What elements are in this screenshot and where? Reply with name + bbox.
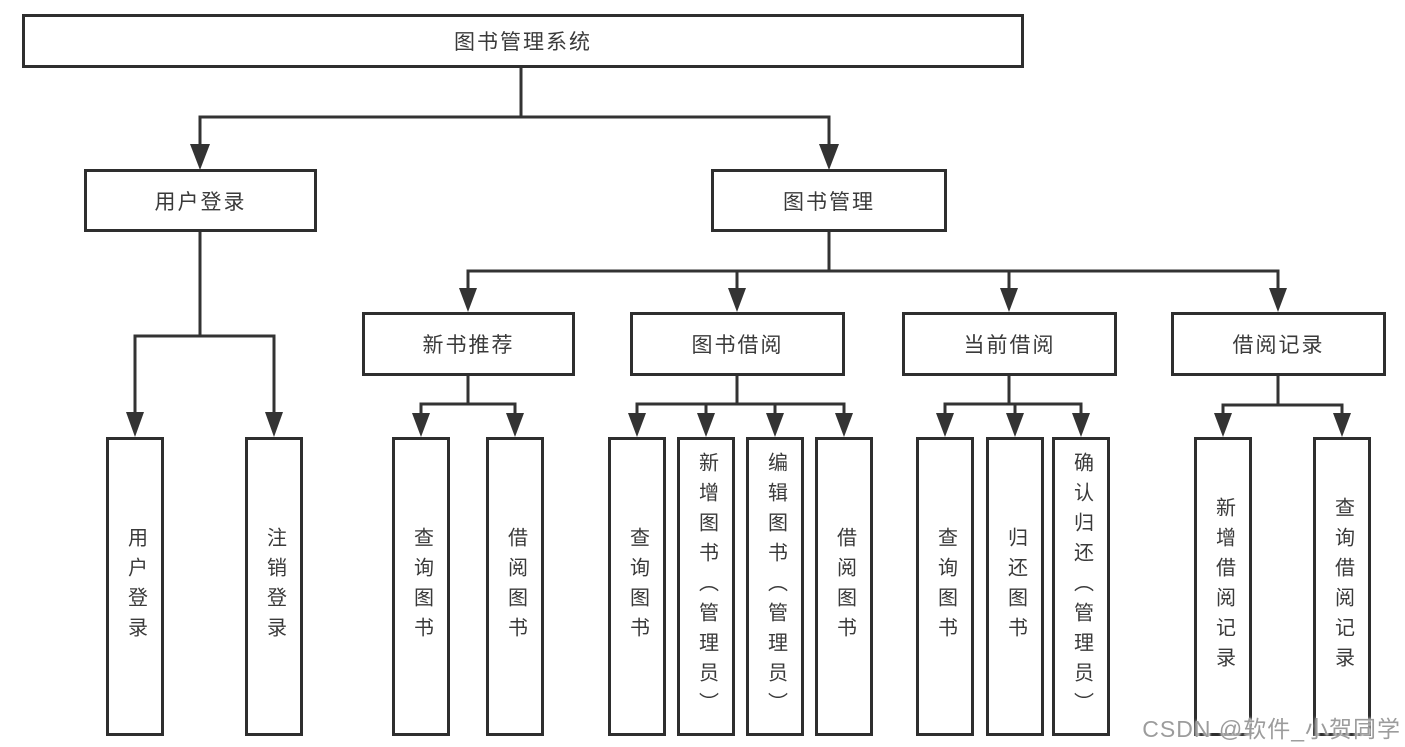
node-book-management-label: 图书管理 (783, 190, 875, 214)
arrow-down-icon (1269, 288, 1287, 312)
node-leaf-bb-borrow-books: 借阅图书 (815, 437, 873, 736)
node-leaf-nbr-borrow-books: 借阅图书 (486, 437, 544, 736)
arrow-down-icon (697, 413, 715, 437)
arrow-down-icon (190, 144, 210, 170)
node-root: 图书管理系统 (22, 14, 1024, 68)
node-leaf-br-add-record: 新增借阅记录 (1194, 437, 1252, 736)
node-current-borrow-label: 当前借阅 (963, 334, 1056, 357)
node-leaf-user-login-label: 用户登录 (124, 526, 147, 647)
node-book-borrow: 图书借阅 (630, 312, 845, 376)
node-leaf-bb-borrow-books-label: 借阅图书 (833, 526, 856, 647)
csdn-watermark: CSDN @软件_小贺同学 (1142, 716, 1401, 742)
node-book-management: 图书管理 (711, 169, 947, 232)
node-current-borrow: 当前借阅 (902, 312, 1117, 376)
arrow-down-icon (412, 413, 430, 437)
node-leaf-logout-login: 注销登录 (245, 437, 303, 736)
connector-current-borrow-children (936, 374, 1090, 437)
node-leaf-br-query-record: 查询借阅记录 (1313, 437, 1371, 736)
arrow-down-icon (728, 288, 746, 312)
node-leaf-bb-add-books-admin: 新增图书（管理员） (677, 437, 735, 736)
node-leaf-nbr-query-books-label: 查询图书 (410, 526, 433, 647)
connector-new-book-children (412, 374, 524, 437)
node-root-label: 图书管理系统 (454, 31, 592, 54)
connector-root-to-level2 (190, 66, 839, 170)
arrow-down-icon (265, 412, 283, 437)
arrow-down-icon (819, 144, 839, 170)
arrow-down-icon (1333, 413, 1351, 437)
arrow-down-icon (1000, 288, 1018, 312)
arrow-down-icon (126, 412, 144, 437)
node-user-login: 用户登录 (84, 169, 317, 232)
connector-book-borrow-children (628, 374, 853, 437)
node-user-login-label: 用户登录 (154, 190, 247, 214)
node-borrow-records-label: 借阅记录 (1232, 334, 1325, 357)
arrow-down-icon (835, 413, 853, 437)
arrow-down-icon (766, 413, 784, 437)
arrow-down-icon (459, 288, 477, 312)
node-book-borrow-label: 图书借阅 (691, 334, 784, 357)
node-leaf-cb-query-books: 查询图书 (916, 437, 974, 736)
node-new-book-recommend: 新书推荐 (362, 312, 575, 376)
node-leaf-cb-return-books-label: 归还图书 (1004, 526, 1027, 647)
node-borrow-records: 借阅记录 (1171, 312, 1386, 376)
connector-book-mgmt-children (459, 230, 1287, 312)
node-leaf-bb-query-books: 查询图书 (608, 437, 666, 736)
node-leaf-cb-return-books: 归还图书 (986, 437, 1044, 736)
node-leaf-cb-query-books-label: 查询图书 (934, 526, 957, 647)
node-leaf-cb-confirm-return-admin: 确认归还（管理员） (1052, 437, 1110, 736)
node-leaf-user-login: 用户登录 (106, 437, 164, 736)
node-new-book-recommend-label: 新书推荐 (422, 334, 515, 357)
arrow-down-icon (506, 413, 524, 437)
node-leaf-bb-edit-books-admin-label: 编辑图书（管理员） (764, 451, 787, 722)
node-leaf-br-query-record-label: 查询借阅记录 (1331, 496, 1354, 677)
node-leaf-nbr-query-books: 查询图书 (392, 437, 450, 736)
node-leaf-bb-add-books-admin-label: 新增图书（管理员） (695, 451, 718, 722)
connector-user-login-children (126, 230, 283, 437)
node-leaf-bb-edit-books-admin: 编辑图书（管理员） (746, 437, 804, 736)
node-leaf-logout-login-label: 注销登录 (263, 526, 286, 647)
arrow-down-icon (1072, 413, 1090, 437)
arrow-down-icon (1006, 413, 1024, 437)
arrow-down-icon (628, 413, 646, 437)
connector-borrow-records-children (1214, 374, 1351, 437)
arrow-down-icon (1214, 413, 1232, 437)
node-leaf-nbr-borrow-books-label: 借阅图书 (504, 526, 527, 647)
node-leaf-cb-confirm-return-admin-label: 确认归还（管理员） (1070, 451, 1093, 722)
node-leaf-br-add-record-label: 新增借阅记录 (1212, 496, 1235, 677)
arrow-down-icon (936, 413, 954, 437)
node-leaf-bb-query-books-label: 查询图书 (626, 526, 649, 647)
